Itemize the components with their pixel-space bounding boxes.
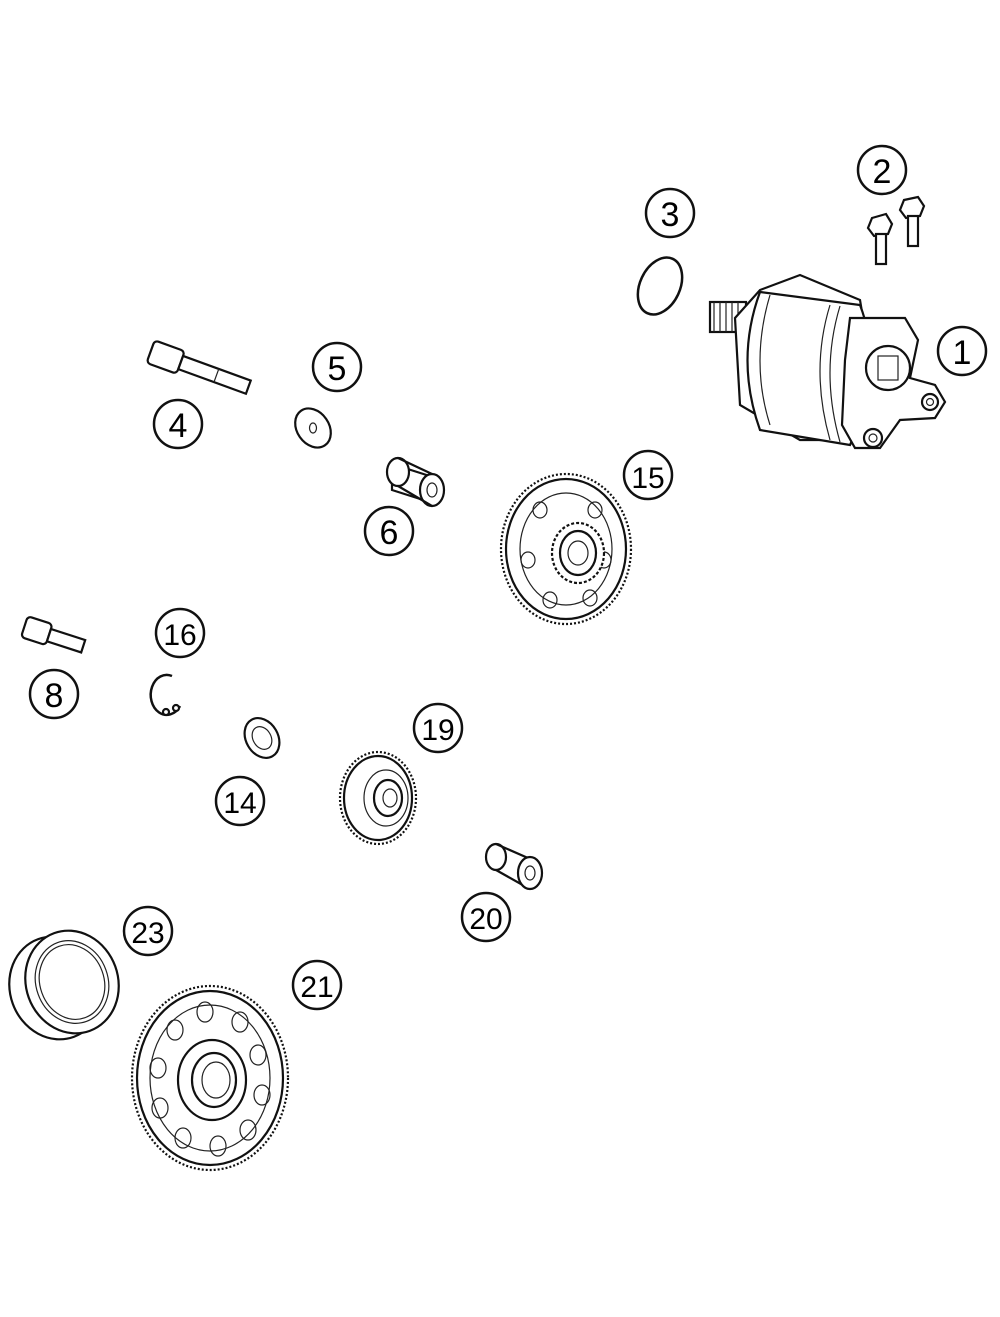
- thrust-washer-part: [243, 717, 281, 759]
- callout-label: 19: [421, 714, 454, 747]
- callout-label: 4: [169, 407, 188, 445]
- small-gear-part: [338, 750, 418, 846]
- long-bolt-part: [146, 340, 253, 396]
- callout-1: 1: [936, 325, 988, 377]
- callout-label: 14: [223, 787, 256, 820]
- washer-part: [294, 407, 332, 449]
- callout-2: 2: [856, 144, 908, 196]
- callout-label: 23: [131, 917, 164, 950]
- callout-19: 19: [412, 702, 464, 754]
- callout-15: 15: [622, 449, 674, 501]
- sleeve-bushing-part: [484, 842, 544, 891]
- mounting-bolts-part: [866, 195, 926, 266]
- callout-14: 14: [214, 775, 266, 827]
- callout-label: 2: [873, 153, 892, 191]
- callout-label: 16: [163, 619, 196, 652]
- callout-label: 15: [631, 462, 664, 495]
- intermediate-gear-part: [499, 472, 633, 626]
- large-starter-gear-part: [130, 984, 290, 1172]
- freewheel-ring-part: [8, 929, 120, 1041]
- callout-label: 6: [380, 514, 399, 552]
- callout-16: 16: [154, 607, 206, 659]
- callout-label: 20: [469, 903, 502, 936]
- circlip-part: [149, 673, 182, 717]
- callout-4: 4: [152, 398, 204, 450]
- callout-21: 21: [291, 959, 343, 1011]
- bushing-part: [385, 456, 446, 508]
- starter-motor-part: [708, 273, 947, 450]
- callout-6: 6: [363, 505, 415, 557]
- short-bolt-part: [20, 616, 87, 654]
- callout-3: 3: [644, 187, 696, 239]
- callout-8: 8: [28, 668, 80, 720]
- o-ring-part: [636, 256, 684, 316]
- callout-23: 23: [122, 905, 174, 957]
- callout-label: 1: [953, 334, 972, 372]
- callout-label: 3: [661, 196, 680, 234]
- callout-5: 5: [311, 341, 363, 393]
- callout-label: 21: [300, 971, 333, 1004]
- callout-20: 20: [460, 891, 512, 943]
- callout-label: 5: [328, 350, 347, 388]
- callout-label: 8: [45, 677, 64, 715]
